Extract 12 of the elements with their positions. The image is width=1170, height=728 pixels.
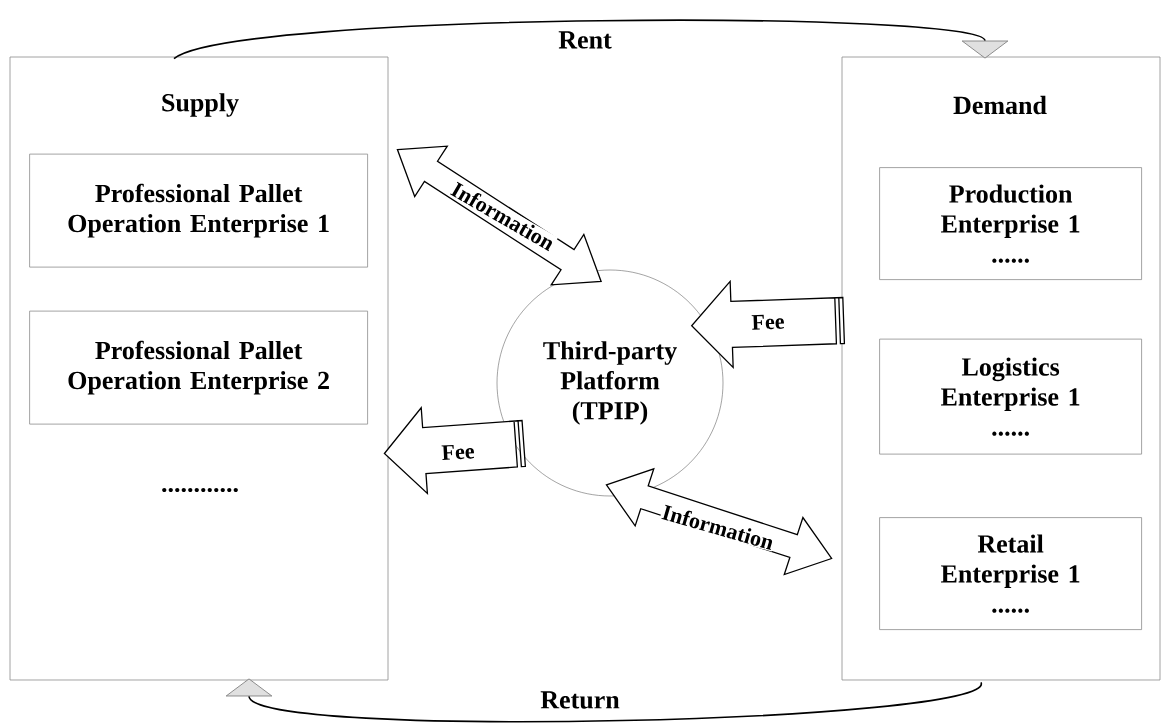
text-box: Professional Pallet Operation Enterprise 1	[29, 153, 368, 268]
edge-label: Rent	[557, 30, 613, 50]
block-arrow	[690, 279, 846, 369]
edge-label: Fee	[440, 442, 476, 462]
edge-label: Return	[539, 690, 621, 710]
ellipsis-text: ............	[162, 487, 238, 493]
text-box: Logistics Enterprise 1 ......	[879, 338, 1142, 455]
curved-arrow	[173, 19, 1009, 60]
text-box: Production Enterprise 1 ......	[879, 167, 1142, 280]
text-box: Professional Pallet Operation Enterprise 2	[29, 310, 368, 425]
text-box: Retail Enterprise 1 ......	[879, 517, 1142, 630]
curved-arrow	[225, 678, 982, 723]
